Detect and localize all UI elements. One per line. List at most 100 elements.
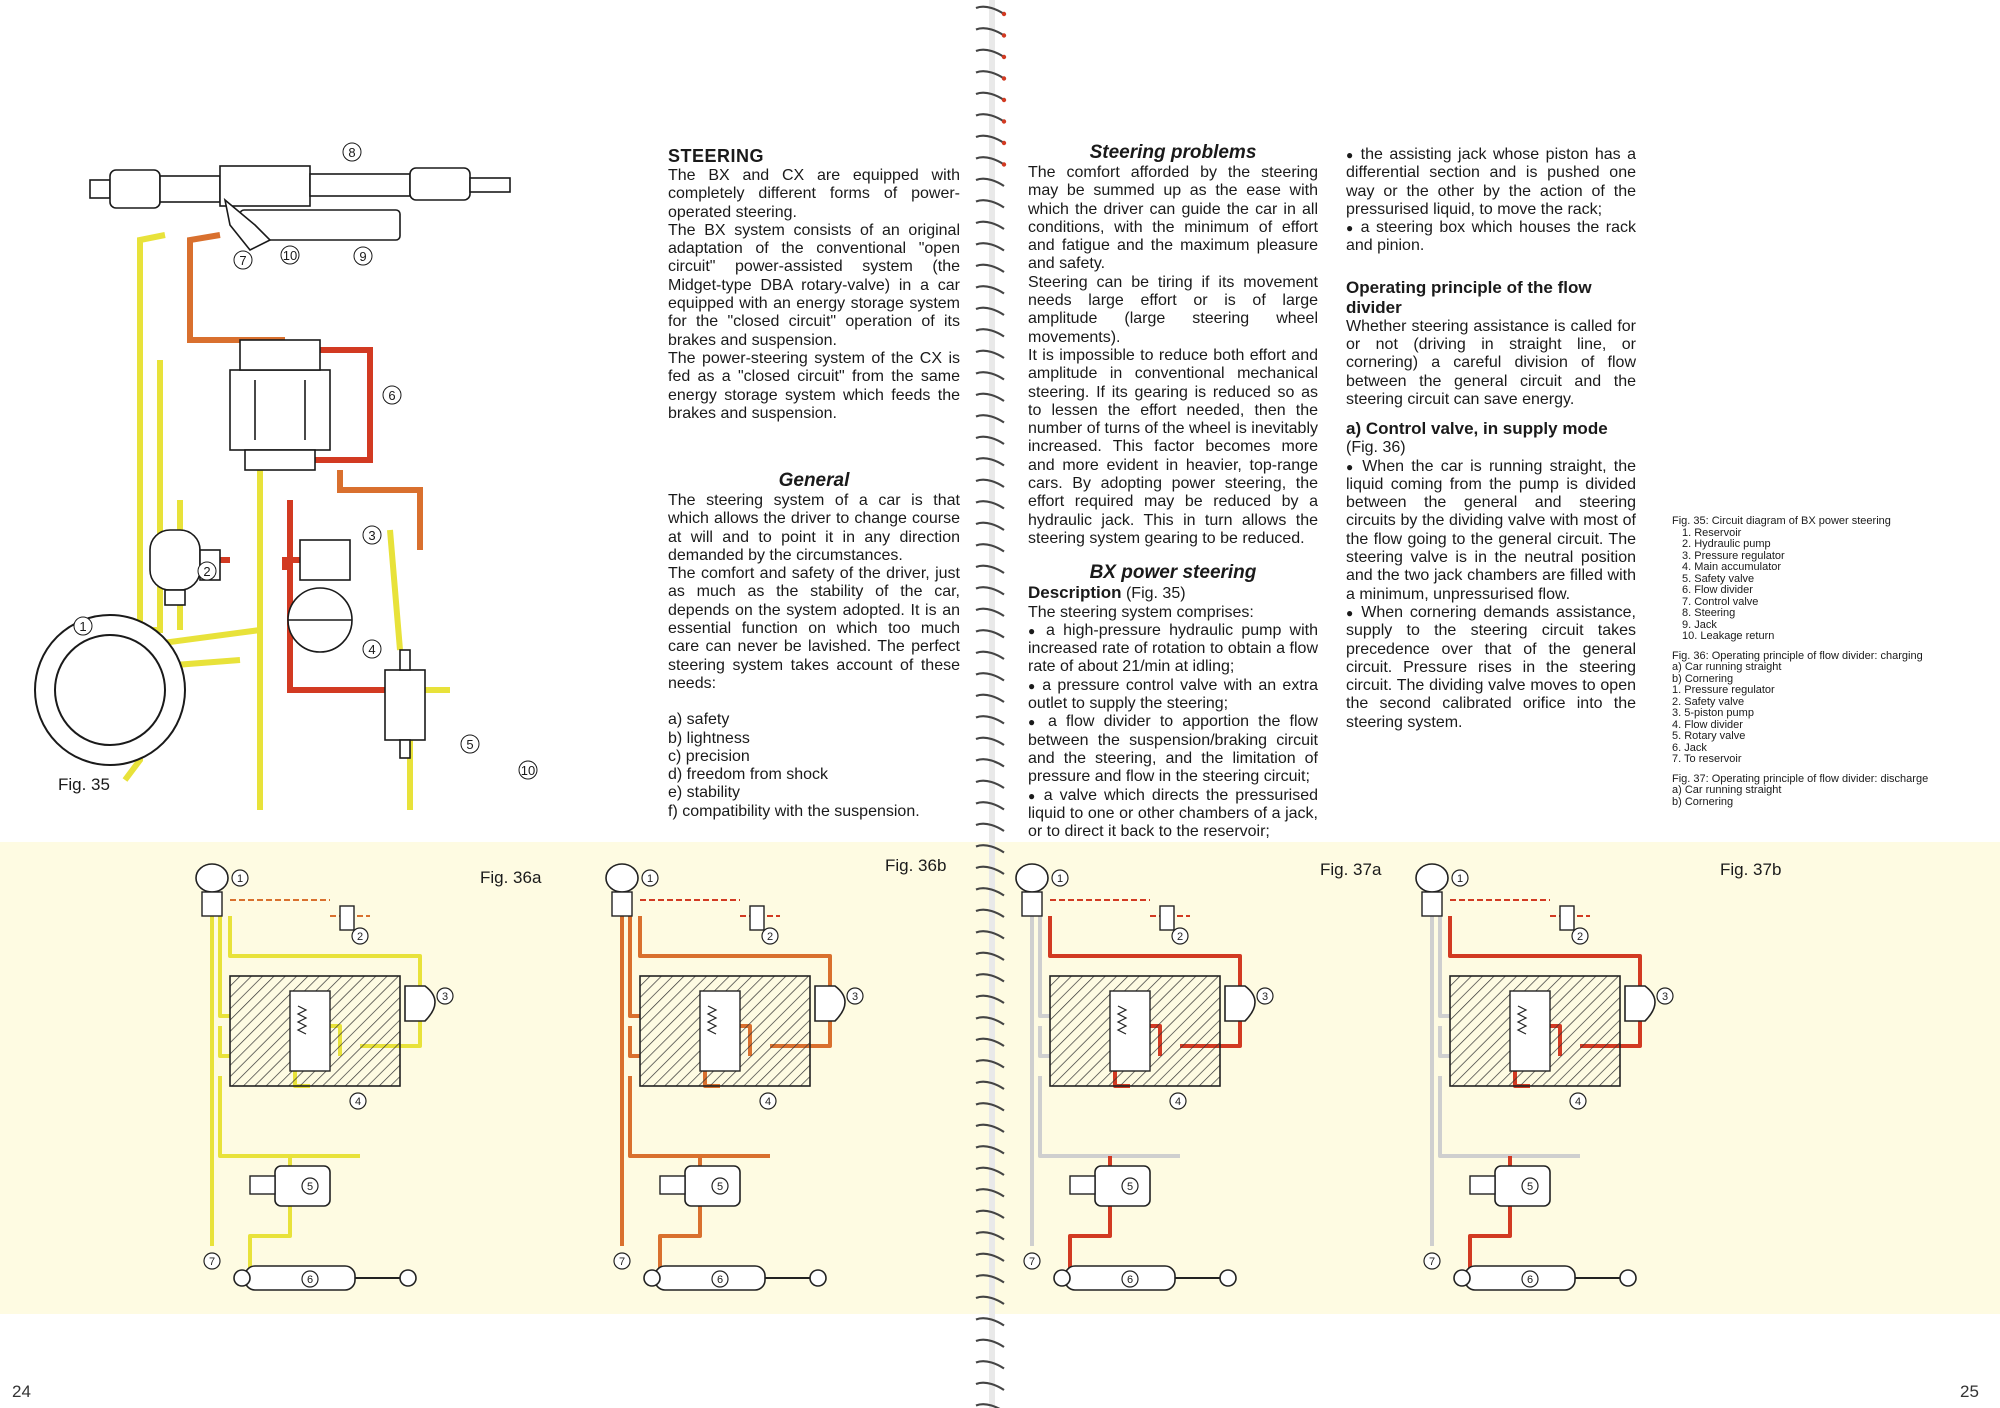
fig35-caption-title: Fig. 35: Circuit diagram of BX power ste… <box>1672 515 1891 527</box>
fig35-caption-items: 1. Reservoir 2. Hydraulic pump 3. Pressu… <box>1672 526 1972 643</box>
pressure-regulator <box>1015 863 1049 893</box>
binding-coil <box>975 564 1005 574</box>
flow-para: Whether steering assistance is called fo… <box>1346 317 1636 408</box>
problems-para-3: It is impossible to reduce both effort a… <box>1028 346 1318 547</box>
jack-line <box>1438 1076 1580 1158</box>
binding-coil <box>975 973 1005 983</box>
valve-spring <box>1516 1005 1528 1035</box>
fig36a-label: Fig. 36a <box>480 868 542 887</box>
binding-coil <box>975 1145 1005 1155</box>
callout-3: 3 <box>1656 987 1674 1005</box>
regulator-body <box>611 891 633 917</box>
spiral-binding <box>975 0 1007 1408</box>
callout-3: 3 <box>436 987 454 1005</box>
pressure-regulator <box>605 863 639 893</box>
binding-coil <box>975 349 1005 359</box>
binding-coil <box>975 414 1005 424</box>
binding-coil <box>975 736 1005 746</box>
binding-coil <box>975 1059 1005 1069</box>
fig37b-label: Fig. 37b <box>1720 860 1782 879</box>
svg-text:3: 3 <box>1662 991 1668 1003</box>
svg-text:7: 7 <box>209 1256 215 1268</box>
binding-coil <box>975 328 1005 338</box>
needs-item: e) stability <box>668 784 741 802</box>
general-para-1: The steering system of a car is that whi… <box>668 492 960 564</box>
flow-heading: Operating principle of the flow divider <box>1346 277 1592 317</box>
caption-item: 7. Control valve <box>1682 595 1759 608</box>
component-item: the assisting jack whose piston has a di… <box>1346 146 1636 219</box>
control-list: When the car is running straight, the li… <box>1346 458 1636 732</box>
regulator-body <box>201 891 223 917</box>
binding-coil <box>975 1317 1005 1327</box>
piston-pump <box>1624 985 1656 1022</box>
jack-eye <box>1219 1269 1237 1287</box>
valve-bore <box>1109 990 1151 1072</box>
binding-coil <box>975 1381 1005 1391</box>
svg-text:7: 7 <box>1029 1256 1035 1268</box>
caption-item: 3. 5-piston pump <box>1672 707 1754 719</box>
captions: Fig. 35: Circuit diagram of BX power ste… <box>1672 515 1972 808</box>
problems-heading: Steering problems <box>1089 142 1257 163</box>
svg-text:1: 1 <box>1457 873 1463 885</box>
callout-7: 7 <box>613 1252 631 1270</box>
svg-text:3: 3 <box>1262 991 1268 1003</box>
control-item: When the car is running straight, the li… <box>1346 458 1636 604</box>
svg-text:6: 6 <box>307 1274 313 1286</box>
bx-heading: BX power steering <box>1089 562 1257 584</box>
binding-coil <box>975 930 1005 940</box>
pressure-regulator <box>287 539 353 653</box>
valve-spring <box>1116 1005 1128 1035</box>
callout-4: 4 <box>362 639 382 659</box>
binding-coil <box>975 801 1005 811</box>
safety-valve <box>1559 905 1575 931</box>
valve-spring <box>706 1005 718 1035</box>
svg-text:10: 10 <box>283 248 297 263</box>
svg-text:8: 8 <box>348 145 355 160</box>
svg-text:6: 6 <box>1527 1274 1533 1286</box>
fig37a-label: Fig. 37a <box>1320 860 1382 879</box>
right-text-column: the assisting jack whose piston has a di… <box>1346 146 1636 732</box>
caption-item: 3. Pressure regulator <box>1682 549 1785 562</box>
divider-line <box>1038 1026 1050 1058</box>
binding-coil <box>975 1231 1005 1241</box>
binding-coil <box>975 887 1005 897</box>
binding-coil <box>975 951 1005 961</box>
binding-mark <box>1001 97 1007 103</box>
callout-5: 5 <box>460 734 480 754</box>
callout-5: 5 <box>1121 1177 1139 1195</box>
binding-coil <box>975 177 1005 187</box>
caption-item: 2. Safety valve <box>1672 695 1745 708</box>
callout-2: 2 <box>1571 927 1589 945</box>
callout-7: 7 <box>1423 1252 1441 1270</box>
callout-8: 8 <box>342 142 362 162</box>
binding-coil <box>975 521 1005 531</box>
needs-item: d) freedom from shock <box>668 766 829 784</box>
caption-item: 1. Pressure regulator <box>1672 684 1775 696</box>
binding-coil <box>975 435 1005 445</box>
steering-heading: STEERING <box>668 146 765 166</box>
binding-coil <box>975 1166 1005 1176</box>
binding-coil <box>975 779 1005 789</box>
piston-pump <box>1224 985 1256 1022</box>
fig36b-label: Fig. 36b <box>885 856 947 875</box>
divider-line <box>1438 1026 1450 1058</box>
valve-bore <box>289 990 331 1072</box>
svg-text:6: 6 <box>388 388 395 403</box>
supply-line <box>1438 916 1450 1018</box>
jack-cylinder <box>244 1265 356 1291</box>
jack-eye <box>233 1269 251 1287</box>
callout-6: 6 <box>1121 1270 1139 1288</box>
steering-para-1: The BX and CX are equipped with complete… <box>668 167 960 221</box>
fig36-caption-title: Fig. 36: Operating principle of flow div… <box>1672 649 1923 662</box>
binding-mark <box>1001 140 1007 146</box>
binding-coil <box>975 1016 1005 1026</box>
caption-item: 1. Reservoir <box>1682 526 1742 539</box>
description-label: Description <box>1028 583 1122 603</box>
component-list: a high-pressure hydraulic pump with incr… <box>1028 622 1318 842</box>
svg-text:1: 1 <box>79 619 86 634</box>
jack-cylinder <box>1064 1265 1176 1291</box>
callout-2: 2 <box>1171 927 1189 945</box>
